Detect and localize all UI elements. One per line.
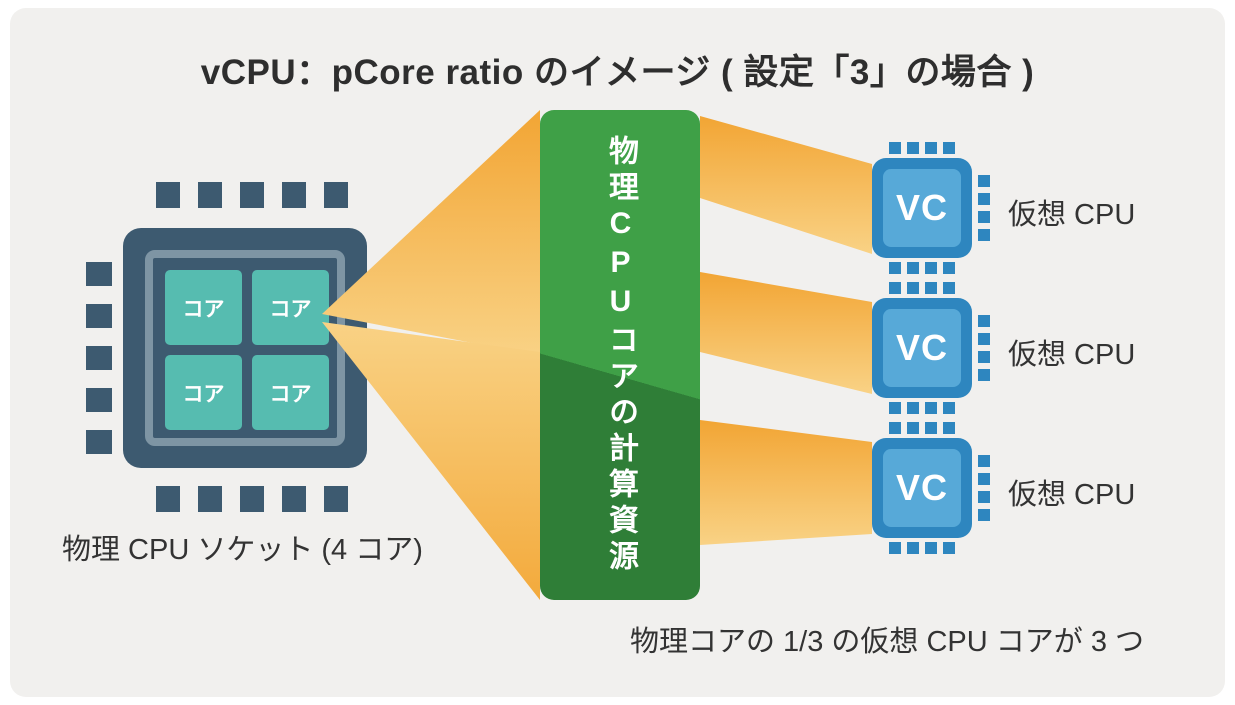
physical-cpu-caption: 物理 CPU ソケット (4 コア) [62,534,423,566]
vcpu-pins-right [978,175,990,241]
vcpu-chip-label: VC [883,449,961,527]
chip-pins-bottom [156,486,348,512]
vcpu-pins-right [978,455,990,521]
vcpu-caption: 仮想 CPU [1008,479,1136,511]
core-grid: コア コア コア コア [165,270,329,430]
cpu-core: コア [252,270,329,345]
footnote: 物理コアの 1/3 の仮想 CPU コアが 3 つ [630,626,1145,658]
vcpu-pins-bottom [889,542,955,554]
vcpu-pins-bottom [889,262,955,274]
physical-cpu-chip: コア コア コア コア [123,228,367,468]
diagram-title: vCPU：pCore ratio のイメージ ( 設定「3」の場合 ) [200,53,1035,92]
cpu-core: コア [165,270,242,345]
chip-pins-left [86,262,112,454]
chip-pins-top [156,182,348,208]
vcpu-chip: VC [872,298,972,398]
vcpu-pins-top [889,422,955,434]
resource-bar-label: 物理CPUコアの計算資源 [604,134,637,576]
vcpu-pins-right [978,315,990,381]
beam-physical-upper [322,110,540,356]
beam-vcpu-1 [700,116,872,254]
vcpu-caption: 仮想 CPU [1008,199,1136,231]
resource-bar: 物理CPUコアの計算資源 [540,110,700,600]
beam-vcpu-2 [700,272,872,394]
vcpu-pins-bottom [889,402,955,414]
vcpu-chip-label: VC [883,309,961,387]
beam-physical-lower [322,322,540,600]
cpu-core: コア [252,355,329,430]
cpu-core: コア [165,355,242,430]
chip-inner-outline [145,250,345,446]
vcpu-chip: VC [872,158,972,258]
vcpu-pins-top [889,142,955,154]
vcpu-chip: VC [872,438,972,538]
vcpu-chip-label: VC [883,169,961,247]
vcpu-pins-top [889,282,955,294]
vcpu-caption: 仮想 CPU [1008,339,1136,371]
beam-vcpu-3 [700,420,872,545]
